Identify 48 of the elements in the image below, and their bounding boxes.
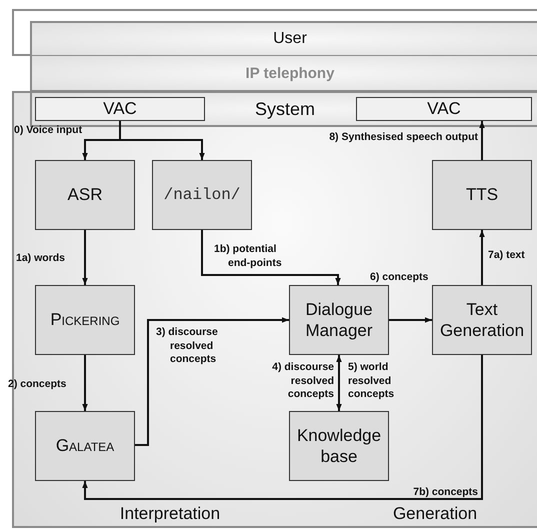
process-box (289, 285, 389, 355)
edge-label: 6) concepts (370, 271, 430, 285)
node-label: User (273, 30, 307, 48)
arrow (336, 355, 342, 411)
zone-label: Generation (392, 504, 478, 524)
edge-label: 1b) potential end-points (214, 243, 283, 270)
node-label: IP telephony (246, 64, 334, 82)
node-label: System (254, 98, 315, 120)
process-box (432, 285, 532, 355)
edge-label: 2) concepts (8, 378, 68, 392)
node-label: VAC (427, 99, 461, 119)
arrow (135, 317, 289, 446)
arrow (82, 355, 483, 500)
node-label: Dialogue Manager (304, 298, 374, 342)
process-box (35, 160, 135, 230)
edge-label: 1a) words (16, 252, 66, 266)
edge-label: 7b) concepts (412, 486, 478, 500)
vac-box (35, 97, 205, 121)
arrow (389, 317, 432, 323)
edge-note: 5) world resolved concepts (348, 361, 396, 402)
arrow (82, 355, 88, 411)
process-box (152, 160, 252, 230)
node-label: Knowledge base (296, 424, 382, 468)
process-box (432, 160, 532, 230)
node-label: Pickering (50, 310, 120, 330)
node-label: VAC (103, 99, 137, 119)
node-label: Text Generation (438, 298, 526, 342)
arrow (82, 230, 88, 285)
arrow (201, 230, 341, 285)
node-label: Galatea (56, 436, 114, 456)
edge-label: 3) discourse resolved concepts (156, 326, 219, 367)
zone-label: Interpretation (118, 504, 222, 524)
telephony-band (30, 56, 537, 92)
node-label: /nailon/ (164, 186, 240, 204)
edge-label: 8) Synthesised speech output (328, 131, 478, 145)
vac-box (356, 97, 532, 121)
node-label: ASR (68, 184, 102, 206)
edge-label: 7a) text (488, 249, 526, 263)
node-label: TTS (466, 184, 498, 206)
edge-label: 4) discourse resolved concepts (271, 361, 334, 402)
arrow (479, 121, 485, 160)
edge-label: 0) Voice input (14, 124, 84, 138)
process-box (35, 411, 135, 481)
user-band (30, 21, 537, 57)
header-band (30, 91, 537, 127)
process-box (289, 411, 389, 481)
process-box (35, 285, 135, 355)
arrow (479, 230, 485, 285)
